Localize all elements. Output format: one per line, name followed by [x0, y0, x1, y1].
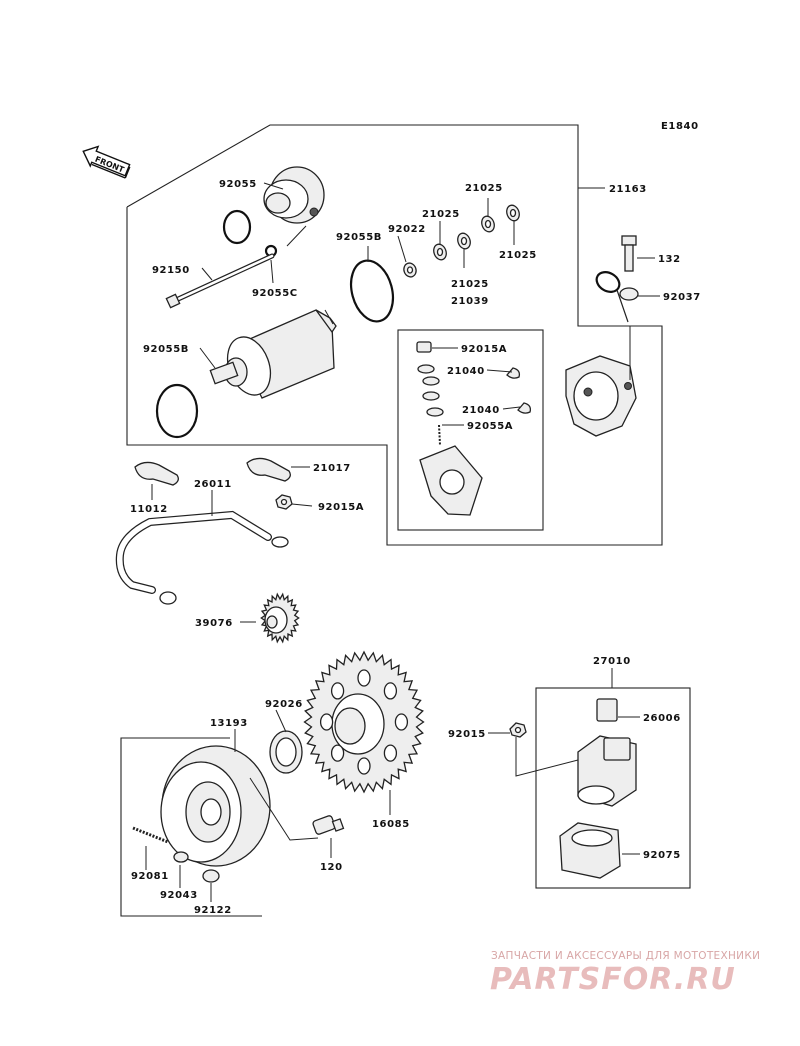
label-92150: 92150 [152, 265, 190, 276]
front-arrow: FRONT [82, 145, 131, 179]
label-92055b-b: 92055B [143, 344, 189, 355]
flywheel-frame [120, 737, 262, 917]
part-labels: 92055 21025 21163 92055B 92022 21025 921… [130, 179, 701, 916]
label-92055: 92055 [219, 179, 257, 190]
label-92055c: 92055C [252, 288, 298, 299]
watermark-logo: PARTSFOR.RU [490, 962, 736, 997]
nut-92015 [509, 722, 527, 738]
starter-cable [115, 510, 289, 605]
label-26011: 26011 [194, 479, 232, 490]
label-92081: 92081 [131, 871, 169, 882]
fuse-26006 [596, 698, 618, 722]
diagram-code: E1840 [661, 121, 699, 132]
label-26006: 26006 [643, 713, 681, 724]
boot-11012 [134, 461, 179, 486]
relay-frame [535, 687, 691, 889]
idle-gear-39076 [260, 592, 300, 644]
label-21039: 21039 [451, 296, 489, 307]
label-92026: 92026 [265, 699, 303, 710]
starter-motor [209, 309, 337, 399]
starter-relay-27010 [577, 735, 637, 807]
label-13193: 13193 [210, 718, 248, 729]
label-92022: 92022 [388, 224, 426, 235]
label-16085: 16085 [372, 819, 410, 830]
through-bolt [165, 253, 275, 309]
starter-clutch-gear-16085 [303, 650, 425, 794]
label-27010: 27010 [593, 656, 631, 667]
label-21163: 21163 [609, 184, 647, 195]
label-92122: 92122 [194, 905, 232, 916]
label-21025-d: 21025 [499, 250, 537, 261]
boot-21017 [246, 457, 291, 482]
label-39076: 39076 [195, 618, 233, 629]
roller-92122 [202, 869, 220, 883]
o-ring-92055b-lower [155, 383, 199, 439]
label-21017: 21017 [313, 463, 351, 474]
pin-92043 [173, 851, 189, 863]
label-92037: 92037 [663, 292, 701, 303]
brush-holder-parts [416, 341, 532, 516]
label-21040-a: 21040 [447, 366, 485, 377]
o-ring-92055b-upper [349, 259, 395, 323]
label-21025-b: 21025 [422, 209, 460, 220]
label-21040-b: 21040 [462, 405, 500, 416]
label-21025-a: 21025 [465, 183, 503, 194]
watermark-tagline: ЗАПЧАСТИ И АКСЕССУАРЫ ДЛЯ МОТОТЕХНИКИ [491, 950, 761, 962]
relay-cover-92075 [559, 822, 621, 879]
label-92055a: 92055A [467, 421, 513, 432]
label-21025-c: 21025 [451, 279, 489, 290]
label-92015a-a: 92015A [461, 344, 507, 355]
label-92015: 92015 [448, 729, 486, 740]
label-11012: 11012 [130, 504, 168, 515]
bolt-132 [621, 235, 637, 272]
bolt-120 [312, 815, 345, 835]
starter-rear-cover [263, 166, 325, 224]
flywheel-13193 [160, 745, 271, 867]
starter-front-cover [565, 355, 637, 437]
starter-motor-frame [126, 124, 663, 546]
o-ring-92055 [222, 209, 252, 245]
washer-92026 [269, 730, 303, 774]
clamp-92037 [595, 271, 639, 323]
label-92055b-a: 92055B [336, 232, 382, 243]
spring-92081 [132, 826, 169, 844]
leader-lines [145, 182, 660, 902]
brush-holder-frame [397, 329, 544, 531]
washer-group [403, 204, 520, 278]
label-92075: 92075 [643, 850, 681, 861]
label-120: 120 [320, 862, 343, 873]
label-92015a-b: 92015A [318, 502, 364, 513]
label-92043: 92043 [160, 890, 198, 901]
label-132: 132 [658, 254, 681, 265]
nut-92015a [275, 494, 293, 510]
